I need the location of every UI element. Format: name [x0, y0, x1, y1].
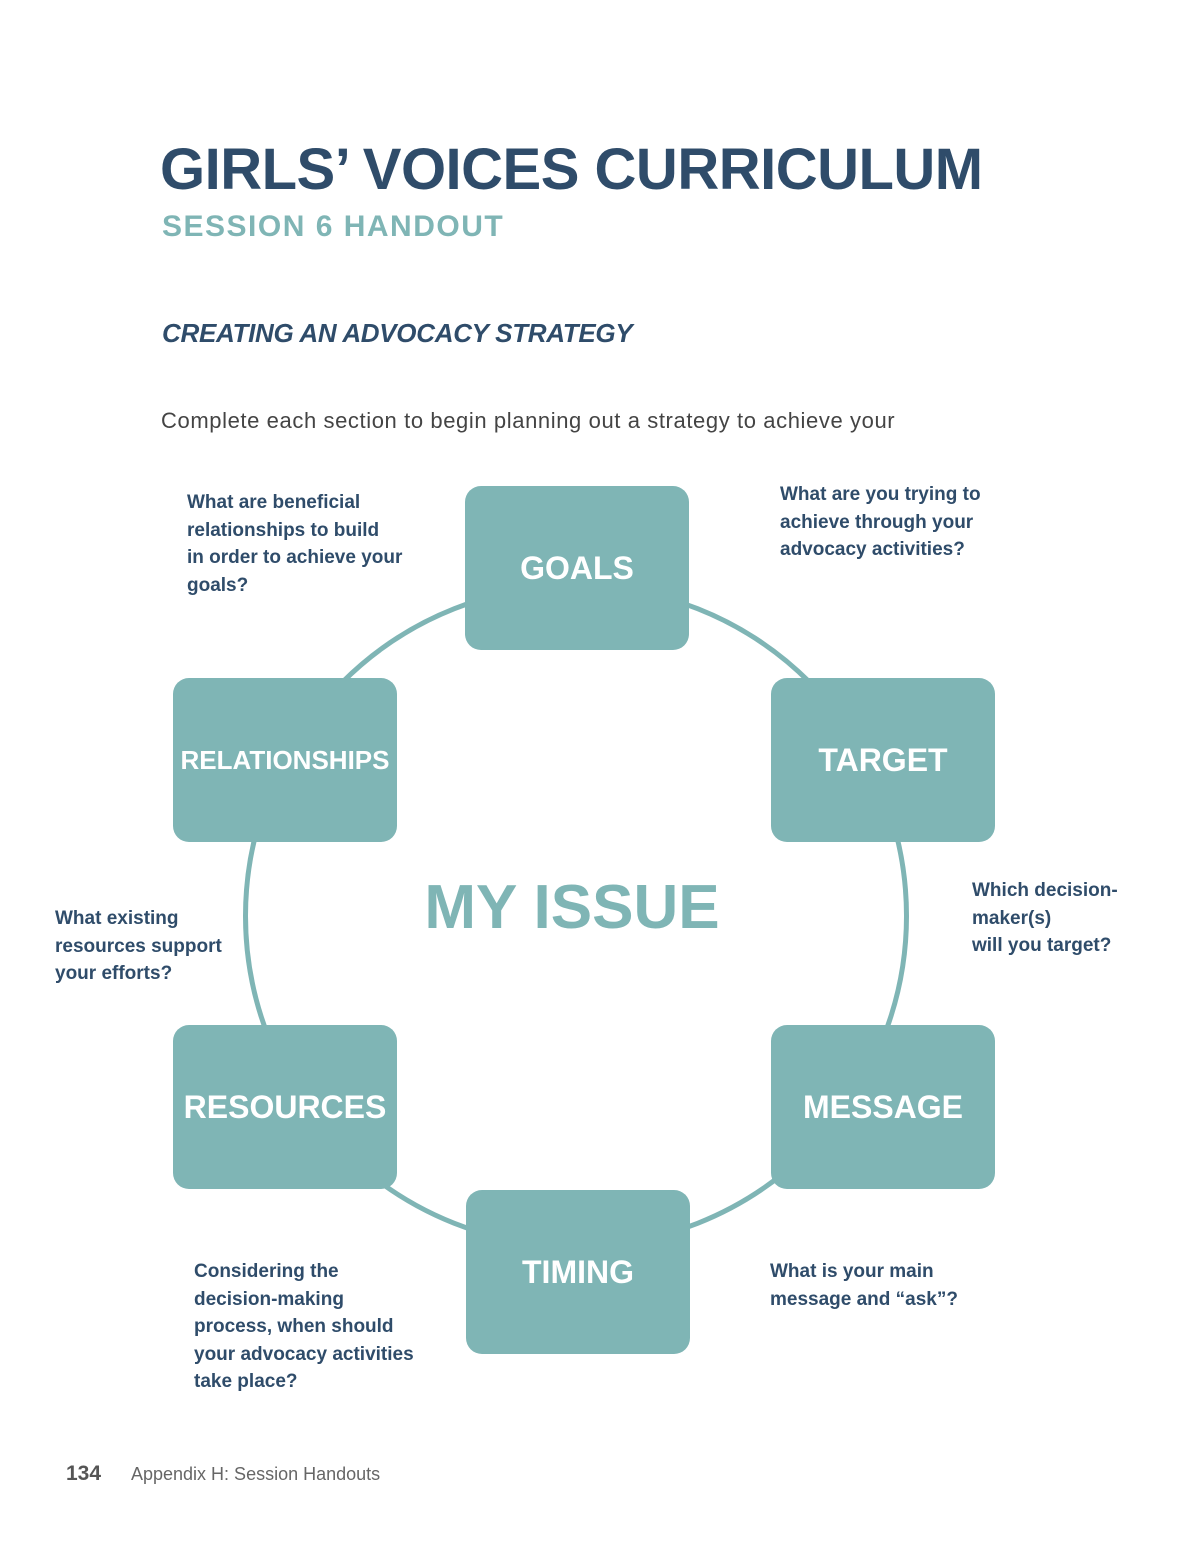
- target-box: TARGET: [771, 678, 995, 842]
- message-box: MESSAGE: [771, 1025, 995, 1189]
- goals-box: GOALS: [465, 486, 689, 650]
- resources-question: What existing resources support your eff…: [55, 908, 222, 984]
- center-issue-label: MY ISSUE: [424, 873, 720, 942]
- section-title: CREATING AN ADVOCACY STRATEGY: [162, 318, 633, 348]
- goals-question: What are you trying to achieve through y…: [780, 484, 981, 560]
- instructions-text: Complete each section to begin planning …: [161, 408, 896, 433]
- target-question: Which decision- maker(s) will you target…: [972, 880, 1118, 956]
- footer-label: Appendix H: Session Handouts: [131, 1464, 381, 1484]
- resources-box: RESOURCES: [173, 1025, 397, 1189]
- timing-question: Considering the decision-making process,…: [194, 1261, 414, 1392]
- page-subtitle: SESSION 6 HANDOUT: [162, 210, 505, 243]
- page-number: 134: [66, 1462, 102, 1485]
- timing-box: TIMING: [466, 1190, 690, 1354]
- relationships-question: What are beneficial relationships to bui…: [187, 492, 403, 596]
- page-title: GIRLS’ VOICES CURRICULUM: [160, 137, 983, 202]
- message-question: What is your main message and “ask”?: [770, 1261, 958, 1310]
- relationships-box: RELATIONSHIPS: [173, 678, 397, 842]
